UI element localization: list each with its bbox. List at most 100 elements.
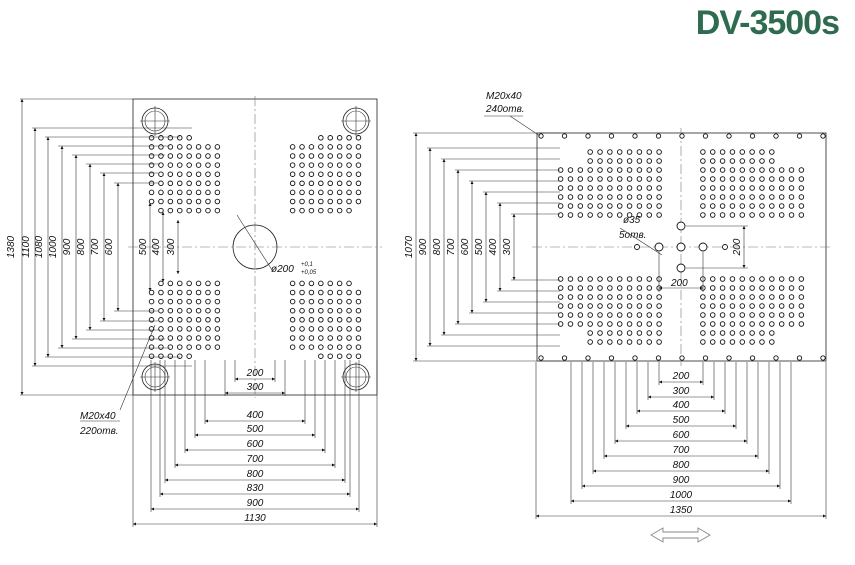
threaded-hole [158,317,164,323]
center-hole-diameter: ø35 [623,215,641,226]
threaded-hole [729,212,736,218]
threaded-hole [327,207,333,214]
threaded-hole [336,171,343,177]
threaded-hole [719,203,726,209]
threaded-hole [186,326,192,332]
threaded-hole [585,355,591,361]
threaded-hole [636,176,643,182]
threaded-hole [656,185,662,191]
threaded-hole [729,194,736,200]
threaded-hole [788,212,795,218]
threaded-hole [567,321,574,327]
threaded-hole [646,203,653,209]
threaded-hole [186,298,192,305]
threaded-hole [607,185,613,191]
threaded-hole [636,167,643,173]
threaded-hole [205,326,211,332]
threaded-hole [557,285,564,291]
tie-bar-bore [140,106,170,136]
threaded-hole [607,330,613,336]
threaded-hole [577,167,584,173]
threaded-hole [607,194,613,200]
threaded-hole [636,339,643,345]
threaded-hole [656,167,662,173]
threaded-hole [632,355,638,361]
threaded-hole [587,321,593,327]
threaded-hole [700,303,706,309]
threaded-hole [195,180,202,187]
dim-400: 400 [151,238,162,255]
threaded-hole [336,162,343,168]
threaded-hole [214,198,221,205]
threaded-hole [788,294,795,300]
tie-bar-bore [140,362,170,392]
threaded-hole [567,276,574,282]
threaded-hole [749,203,755,209]
threaded-hole [336,153,343,159]
threaded-hole [626,339,633,345]
threaded-hole [289,326,296,332]
threaded-hole [788,194,795,200]
threaded-hole [308,326,315,332]
threaded-hole [702,133,709,139]
threaded-hole [318,344,324,350]
threaded-hole [195,317,202,323]
threaded-hole [719,339,726,345]
threaded-hole [759,149,765,155]
threaded-hole [148,298,155,305]
threaded-hole [346,353,352,359]
threaded-hole [299,298,305,305]
threaded-hole [355,353,362,359]
threaded-hole [205,180,211,187]
vertical-dim-label: 1070 [404,235,415,258]
threaded-hole [567,312,574,318]
threaded-hole [739,167,746,173]
threaded-hole [769,167,775,173]
threaded-hole [167,189,174,196]
threaded-hole [158,180,164,187]
threaded-hole [719,158,726,164]
threaded-hole [355,162,362,168]
threaded-hole [616,330,623,336]
threaded-hole [355,307,362,314]
threaded-hole [626,149,633,155]
threaded-hole [186,180,192,187]
threaded-hole [308,153,315,159]
threaded-hole [148,171,155,177]
threaded-hole [318,180,324,187]
threaded-hole [626,285,633,291]
threaded-hole [214,326,221,332]
threaded-hole [587,339,593,345]
threaded-hole [719,212,726,218]
threaded-hole [214,298,221,305]
threaded-hole [626,203,633,209]
threaded-hole [616,203,623,209]
bottom-dim-label: 1350 [670,505,693,516]
threaded-hole [700,167,706,173]
threaded-hole [205,317,211,323]
threaded-hole [346,171,352,177]
threaded-hole [195,289,202,296]
threaded-hole [700,294,706,300]
threaded-hole [788,176,795,182]
threaded-hole [749,194,755,200]
threaded-hole [646,330,653,336]
threaded-hole [769,203,775,209]
threaded-hole [299,307,305,314]
threaded-hole [597,158,603,164]
threaded-hole [656,294,662,300]
right-edge-holes [538,133,826,361]
threaded-hole [214,153,221,159]
threaded-hole [607,149,613,155]
threaded-hole [346,198,352,205]
threaded-hole [186,307,192,314]
threaded-hole [719,176,726,182]
threaded-hole [656,212,662,218]
threaded-hole [289,153,296,159]
threaded-hole [788,203,795,209]
threaded-hole [289,207,296,214]
threaded-hole [709,339,716,345]
threaded-hole [616,312,623,318]
threaded-hole [646,312,653,318]
